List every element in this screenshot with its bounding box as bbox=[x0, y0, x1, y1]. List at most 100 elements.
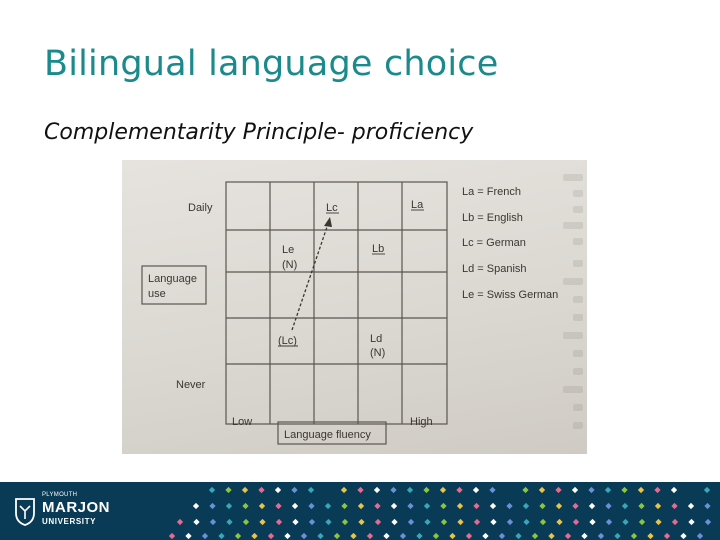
decorative-dot bbox=[630, 532, 638, 540]
decorative-dot bbox=[637, 486, 645, 494]
figure-photo: Daily Language use Never Low Language fl… bbox=[122, 160, 587, 454]
decorative-dot bbox=[588, 502, 596, 510]
decorative-dot bbox=[605, 502, 612, 510]
decorative-dot bbox=[621, 502, 629, 510]
decorative-dot bbox=[465, 532, 473, 540]
decorative-dot bbox=[456, 486, 463, 494]
decorative-dot bbox=[423, 486, 430, 494]
decorative-dot bbox=[696, 532, 704, 540]
decorative-dot bbox=[267, 532, 275, 540]
decorative-dot bbox=[325, 518, 332, 526]
decorative-dot bbox=[605, 518, 613, 526]
decorative-dot bbox=[201, 532, 209, 540]
decorative-dot bbox=[671, 502, 678, 510]
decorative-dot bbox=[275, 502, 282, 510]
decorative-dot bbox=[391, 518, 398, 526]
decorative-dot bbox=[226, 518, 233, 526]
y-axis-box-label-line1: Language bbox=[148, 273, 197, 285]
decorative-dot bbox=[515, 532, 522, 540]
legend-item: Lb = English bbox=[462, 212, 523, 224]
decorative-dot bbox=[317, 532, 324, 540]
decorative-dot bbox=[225, 486, 232, 494]
decorative-dot bbox=[440, 502, 447, 510]
decorative-dot bbox=[341, 502, 348, 510]
decorative-dot bbox=[357, 486, 364, 494]
decorative-dot bbox=[581, 532, 588, 540]
decorative-dot bbox=[571, 486, 579, 494]
decorative-dot bbox=[284, 532, 291, 540]
slide-subtitle: Complementarity Principle- proficiency bbox=[44, 120, 474, 145]
decorative-dot bbox=[604, 486, 612, 494]
decorative-dot bbox=[259, 518, 266, 526]
shield-logo-icon bbox=[15, 498, 35, 526]
decorative-dot bbox=[522, 502, 530, 510]
decorative-dot bbox=[703, 486, 711, 494]
decorative-dot bbox=[680, 532, 687, 540]
decorative-dot bbox=[671, 518, 679, 526]
grid bbox=[225, 181, 448, 425]
decorative-dot bbox=[300, 532, 308, 540]
logo-sub-text: UNIVERSITY bbox=[42, 517, 97, 526]
y-axis-box bbox=[141, 265, 207, 305]
cell-ld-n: (N) bbox=[370, 347, 385, 359]
decorative-dot bbox=[687, 502, 695, 510]
complementarity-diagram: Daily Language use Never Low Language fl… bbox=[141, 181, 558, 445]
decorative-dot bbox=[251, 532, 258, 540]
decorative-dot bbox=[564, 532, 572, 540]
slide-title: Bilingual language choice bbox=[44, 44, 499, 84]
decorative-dot bbox=[308, 502, 315, 510]
decorative-dot bbox=[424, 518, 431, 526]
decorative-dot bbox=[638, 518, 646, 526]
decorative-dot bbox=[647, 532, 654, 540]
decorative-dot bbox=[638, 502, 645, 510]
decorative-dot bbox=[555, 502, 563, 510]
shift-arrow bbox=[291, 217, 332, 331]
decorative-dot bbox=[704, 518, 712, 526]
legend-item: Le = Swiss German bbox=[462, 289, 558, 301]
decorative-dot bbox=[406, 486, 414, 494]
decorative-dot bbox=[185, 532, 192, 540]
decorative-dot bbox=[390, 486, 397, 494]
decorative-dot bbox=[670, 486, 678, 494]
decorative-dot bbox=[654, 486, 661, 494]
decorative-dot bbox=[663, 532, 671, 540]
decorative-dot bbox=[506, 518, 514, 526]
decorative-dot bbox=[522, 486, 529, 494]
decorative-dot bbox=[340, 486, 348, 494]
decorative-dot bbox=[539, 502, 546, 510]
background-text-line bbox=[573, 238, 583, 245]
decorative-dot bbox=[242, 502, 249, 510]
decorative-dot bbox=[688, 518, 695, 526]
decorative-dot bbox=[399, 532, 407, 540]
decorative-dot bbox=[539, 518, 547, 526]
decorative-dot bbox=[192, 502, 200, 510]
decorative-dot bbox=[614, 532, 621, 540]
decorative-dot bbox=[597, 532, 605, 540]
decorative-dot bbox=[457, 518, 464, 526]
decorative-dot bbox=[556, 518, 563, 526]
decorative-dot bbox=[176, 518, 184, 526]
decorative-dot bbox=[538, 486, 546, 494]
decorative-dot bbox=[572, 518, 580, 526]
decorative-dot bbox=[258, 486, 265, 494]
decorative-dot bbox=[234, 532, 242, 540]
university-logo: PLYMOUTH MARJON UNIVERSITY bbox=[14, 492, 134, 532]
decorative-dot bbox=[193, 518, 200, 526]
legend-item: Lc = German bbox=[462, 237, 526, 249]
cell-ld: Ld bbox=[370, 333, 382, 345]
background-text-line bbox=[573, 368, 583, 375]
decorative-dot bbox=[373, 486, 381, 494]
decorative-dot bbox=[341, 518, 349, 526]
background-text-line bbox=[573, 422, 583, 429]
decorative-dot bbox=[274, 486, 282, 494]
decorative-dot bbox=[489, 502, 497, 510]
legend-item: La = French bbox=[462, 186, 521, 198]
decorative-dot bbox=[449, 532, 456, 540]
x-axis-left-label: Low bbox=[232, 416, 252, 428]
decorative-dot bbox=[291, 502, 299, 510]
decorative-dot bbox=[218, 532, 225, 540]
decorative-dot bbox=[357, 502, 365, 510]
decorative-dot bbox=[555, 486, 562, 494]
background-text-line bbox=[563, 278, 583, 285]
background-text-line bbox=[573, 190, 583, 197]
